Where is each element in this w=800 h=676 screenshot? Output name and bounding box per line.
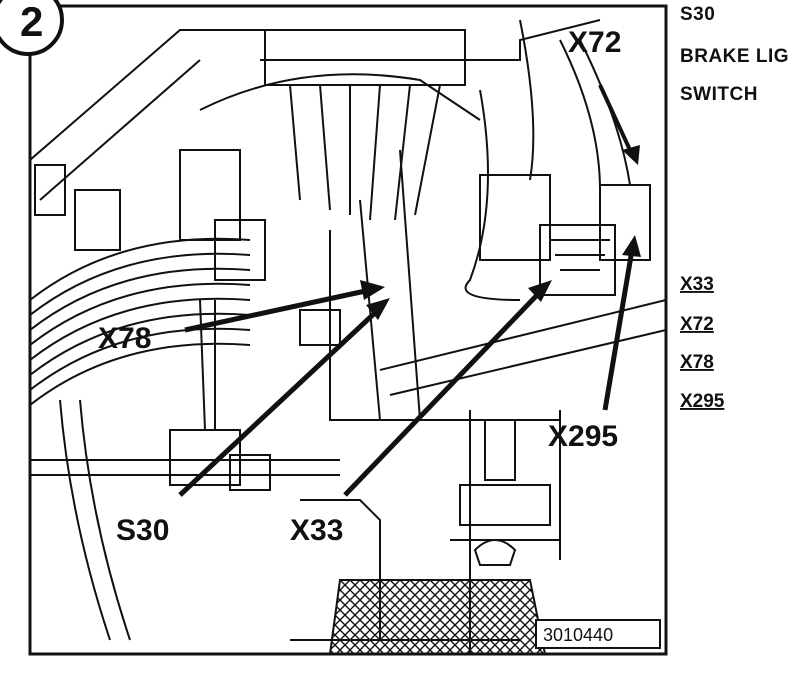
component-name-line1: BRAKE LIG — [680, 46, 789, 67]
figure-frame — [28, 4, 668, 656]
arrow-head-s30 — [366, 298, 390, 320]
callout-x295: X295 — [548, 420, 618, 453]
arrow-head-x78 — [360, 280, 385, 300]
callout-s30: S30 — [116, 514, 169, 547]
callout-x72: X72 — [568, 26, 621, 59]
step-number-badge: 2 — [0, 0, 64, 56]
component-name-line2: SWITCH — [680, 84, 758, 105]
reference-number-box: 3010440 — [535, 619, 661, 649]
connector-list-item: X33 — [680, 274, 714, 295]
connector-list-item: X78 — [680, 352, 714, 373]
step-number: 2 — [20, 0, 43, 45]
callout-x33: X33 — [290, 514, 343, 547]
component-code: S30 — [680, 4, 715, 25]
reference-number: 3010440 — [543, 625, 613, 645]
brake-pedal-pad — [328, 579, 547, 655]
arrow-head-x33 — [528, 280, 552, 302]
wiring-illustration — [30, 19, 666, 654]
arrow-head-x295 — [622, 235, 641, 257]
leader-arrows — [178, 84, 641, 497]
connector-list-item: X72 — [680, 314, 714, 335]
callout-x78: X78 — [98, 322, 151, 355]
arrow-head-x72 — [622, 145, 640, 165]
connector-list-item: X295 — [680, 391, 725, 412]
